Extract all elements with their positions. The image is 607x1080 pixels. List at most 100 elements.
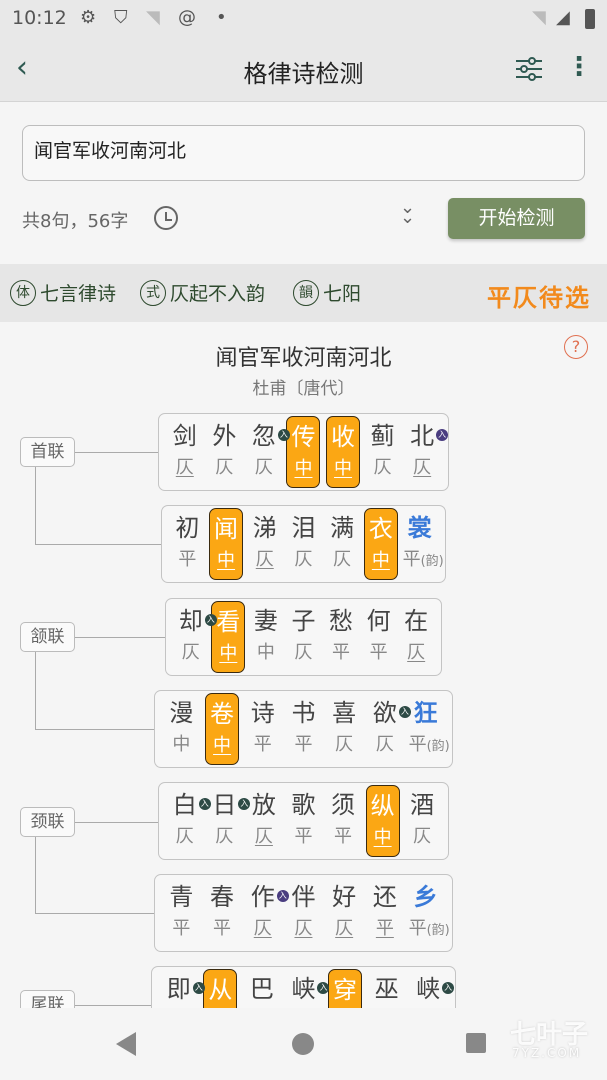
character: 蓟 [370, 422, 395, 450]
character: 衣 [368, 515, 393, 543]
ambiguous-char-cell[interactable]: 看中 [211, 601, 246, 673]
char-cell[interactable]: 何平 [362, 601, 396, 673]
character: 穿 [333, 976, 358, 1004]
poem-line[interactable]: 却入仄看中妻中子仄愁平何平在仄 [165, 598, 442, 676]
rhyme-suffix: (韵) [420, 554, 444, 569]
char-cell[interactable]: 书平 [286, 693, 320, 765]
char-cell[interactable]: 蓟仄 [366, 416, 400, 488]
tone-value: 中 [373, 827, 392, 848]
history-clock-icon[interactable] [154, 206, 178, 230]
start-check-button[interactable]: 开始检测 [448, 198, 585, 239]
expand-chevron-icon[interactable]: ⌄⌄ [400, 197, 416, 228]
char-cell[interactable]: 剑仄 [168, 416, 202, 488]
poem-author: 杜甫〔唐代〕 [252, 379, 355, 399]
back-button[interactable]: ‹ [16, 50, 28, 85]
character: 愁 [329, 607, 354, 635]
char-cell[interactable]: 春平 [205, 877, 239, 949]
char-cell[interactable]: 巴平 [245, 969, 279, 1008]
ambiguous-char-cell[interactable]: 纵中 [365, 785, 400, 857]
help-icon[interactable]: ? [564, 335, 588, 359]
char-cell[interactable]: 青平 [164, 877, 198, 949]
character: 诗 [250, 699, 275, 727]
char-cell[interactable]: 满仄 [325, 508, 359, 580]
poem-input[interactable]: 闻官军收河南河北 [22, 125, 585, 181]
filter-settings-icon[interactable] [515, 56, 543, 82]
char-cell[interactable]: 白入仄 [168, 785, 211, 857]
entering-tone-icon: 入 [277, 429, 290, 441]
tone-value: 平 [294, 734, 313, 755]
char-cell[interactable]: 妻中 [249, 601, 283, 673]
char-cell[interactable]: 愁平 [324, 601, 358, 673]
char-cell[interactable]: 还平 [368, 877, 402, 949]
ambiguous-char-cell[interactable]: 从中 [203, 969, 238, 1008]
char-cell[interactable]: 在仄 [399, 601, 433, 673]
rhyme-label: 七阳 [323, 283, 362, 305]
tone-label: 中 [365, 549, 397, 573]
ambiguous-char-cell[interactable]: 卷中 [205, 693, 240, 765]
ambiguous-char-cell[interactable]: 穿中 [328, 969, 363, 1008]
char-cell[interactable]: 峡入仄 [286, 969, 330, 1008]
connector-line [35, 729, 154, 730]
entering-tone-icon: 入 [442, 982, 455, 994]
entering-tone-icon: 入 [238, 798, 251, 810]
char-cell[interactable]: 子仄 [286, 601, 320, 673]
watermark-logo: 七叶子 [510, 1020, 589, 1050]
poem-line[interactable]: 白入仄日入仄放仄歌平须平纵中酒仄 [158, 782, 449, 860]
tone-value: 中 [371, 550, 390, 571]
entering-tone-icon: 入 [436, 429, 449, 441]
character: 伴 [291, 883, 316, 911]
more-options-icon[interactable]: ⋮ [566, 52, 592, 82]
character: 即 [166, 975, 191, 1003]
char-cell[interactable]: 却入仄 [174, 601, 217, 673]
nav-back-icon[interactable] [116, 1032, 136, 1056]
char-cell[interactable]: 初平 [170, 508, 204, 580]
tone-label: 平(韵) [409, 733, 450, 759]
char-cell[interactable]: 泪仄 [286, 508, 320, 580]
char-cell[interactable]: 欲入仄 [368, 693, 411, 765]
char-cell[interactable]: 放仄 [247, 785, 281, 857]
tone-value: 仄 [254, 826, 273, 847]
tone-value: 中 [217, 550, 236, 571]
nav-home-icon[interactable] [292, 1033, 314, 1055]
char-cell[interactable]: 喜仄 [327, 693, 361, 765]
char-cell[interactable]: 好仄 [327, 877, 361, 949]
tone-value: 仄 [181, 642, 200, 663]
char-cell[interactable]: 乡平(韵) [409, 877, 450, 949]
poem-title: 闻官军收河南河北 [215, 346, 392, 371]
char-cell[interactable]: 狂平(韵) [409, 693, 450, 765]
ambiguous-char-cell[interactable]: 衣中 [363, 508, 398, 580]
poem-line[interactable]: 漫中卷中诗平书平喜仄欲入仄狂平(韵) [154, 690, 453, 768]
ambiguous-char-cell[interactable]: 传中 [286, 416, 321, 488]
poem-line[interactable]: 剑仄外仄忽入仄传中收中蓟仄北入仄 [158, 413, 449, 491]
char-cell[interactable]: 漫中 [164, 693, 198, 765]
ambiguous-char-cell[interactable]: 闻中 [209, 508, 244, 580]
poem-line[interactable]: 即入仄从中巴平峡入仄穿中巫平峡入仄 [151, 966, 456, 1008]
char-cell[interactable]: 诗平 [246, 693, 280, 765]
tone-pending-button[interactable]: 平仄待选 [487, 284, 591, 312]
nav-recents-icon[interactable] [466, 1033, 486, 1053]
char-cell[interactable]: 峡入仄 [411, 969, 455, 1008]
character: 收 [331, 423, 356, 451]
result-area[interactable]: 闻官军收河南河北 杜甫〔唐代〕 ? 首联颔联颈联尾联剑仄外仄忽入仄传中收中蓟仄北… [0, 322, 607, 1008]
char-cell[interactable]: 裳平(韵) [403, 508, 444, 580]
entering-tone-icon: 入 [317, 982, 330, 994]
char-cell[interactable]: 酒仄 [405, 785, 439, 857]
tone-label: 仄 [207, 456, 241, 480]
char-cell[interactable]: 即入仄 [162, 969, 205, 1008]
character: 传 [291, 423, 316, 451]
tone-label: 仄 [368, 733, 402, 757]
char-cell[interactable]: 忽入仄 [247, 416, 290, 488]
character: 峡 [291, 975, 316, 1003]
char-cell[interactable]: 巫平 [370, 969, 404, 1008]
char-cell[interactable]: 北入仄 [405, 416, 449, 488]
poem-line[interactable]: 青平春平作入仄伴仄好仄还平乡平(韵) [154, 874, 453, 952]
char-cell[interactable]: 伴仄 [286, 877, 320, 949]
char-cell[interactable]: 日入仄 [207, 785, 251, 857]
char-cell[interactable]: 外仄 [207, 416, 241, 488]
char-cell[interactable]: 歌平 [286, 785, 320, 857]
char-cell[interactable]: 涕仄 [248, 508, 282, 580]
poem-line[interactable]: 初平闻中涕仄泪仄满仄衣中裳平(韵) [161, 505, 446, 583]
char-cell[interactable]: 须平 [326, 785, 360, 857]
char-cell[interactable]: 作入仄 [246, 877, 289, 949]
ambiguous-char-cell[interactable]: 收中 [326, 416, 361, 488]
